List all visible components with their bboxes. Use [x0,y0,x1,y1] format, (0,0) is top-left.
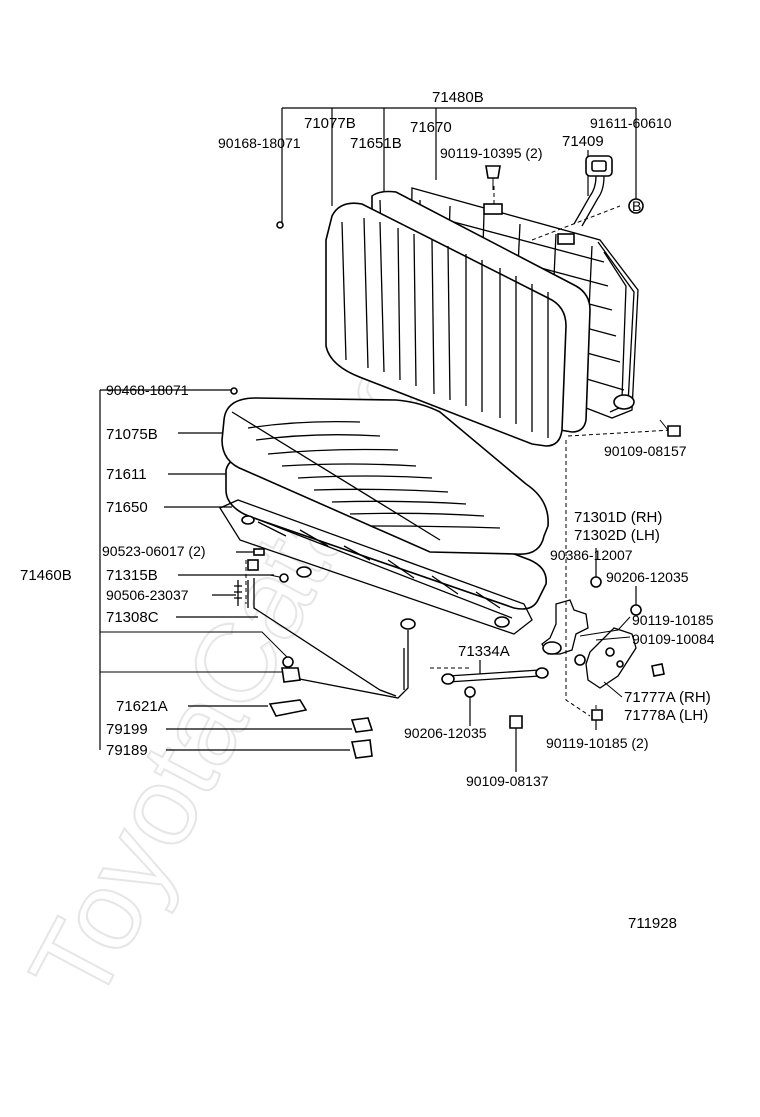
label-71075B: 71075B [106,426,158,443]
cushion-small-parts [234,548,374,759]
label-90206-12035-right: 90206-12035 [606,569,689,585]
label-71651B: 71651B [350,135,402,152]
label-71670: 71670 [410,119,452,136]
release-rod [441,667,549,729]
label-71778A: 71778A (LH) [624,707,708,724]
label-71302D: 71302D (LH) [574,527,660,544]
label-90119-10185: 90119-10185 [632,612,714,628]
seat-back-cover [325,202,567,447]
label-79189: 79189 [106,742,148,759]
seat-cushion-frame [219,499,533,699]
label-71409: 71409 [562,133,604,150]
top-screws: B [230,165,681,437]
label-90523-06017: 90523-06017 (2) [102,543,206,559]
callout-b: B [632,198,641,214]
seat-cushion-cover [221,397,549,555]
label-71480B: 71480B [432,89,484,106]
seat-belt-hook [573,155,613,227]
label-90206-12035-bottom: 90206-12035 [404,725,487,741]
label-91611-60610: 91611-60610 [590,115,672,131]
label-90506-23037: 90506-23037 [106,587,189,603]
label-90468-18071: 90468-18071 [106,382,189,398]
label-90109-08137: 90109-08137 [466,773,549,789]
diagram-id: 711928 [628,915,677,932]
hinge-parts [541,576,665,721]
label-71621A: 71621A [116,698,168,715]
label-71315B: 71315B [106,567,158,584]
label-71611: 71611 [106,466,147,483]
label-90168-18071: 90168-18071 [218,135,301,151]
label-71334A: 71334A [458,643,510,660]
label-71077B: 71077B [304,115,356,132]
label-71301D: 71301D (RH) [574,509,662,526]
label-90119-10395: 90119-10395 (2) [440,145,542,161]
label-79199: 79199 [106,721,148,738]
leader-lines [99,107,673,772]
part-labels: 71480B 71077B 71670 91611-60610 90168-18… [20,89,715,932]
label-71650: 71650 [106,499,148,516]
label-90109-10084: 90109-10084 [632,631,715,647]
label-90109-08157: 90109-08157 [604,443,687,459]
label-90119-10185-2: 90119-10185 (2) [546,735,648,751]
label-71460B: 71460B [20,567,72,584]
label-71308C: 71308C [106,609,159,626]
label-90386-12007: 90386-12007 [550,547,633,563]
label-71777A: 71777A (RH) [624,689,711,706]
